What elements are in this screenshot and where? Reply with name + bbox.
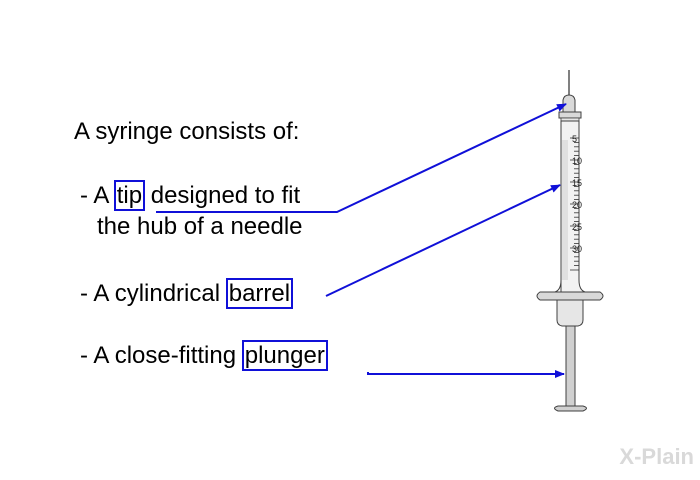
tip-callout-arrow bbox=[156, 103, 567, 213]
list-item-barrel: - A cylindrical barrel bbox=[80, 278, 294, 309]
list-item-tip: - A tip designed to fit bbox=[80, 180, 301, 211]
scale-label: 25 bbox=[572, 222, 582, 232]
barrel-callout-arrow bbox=[325, 184, 561, 297]
syringe-flange bbox=[536, 291, 604, 301]
scale-label: 5 bbox=[572, 134, 577, 144]
barrel-scale-ticks bbox=[570, 137, 579, 271]
list-item-tip-line2: the hub of a needle bbox=[97, 213, 303, 240]
scale-label: 15 bbox=[572, 178, 582, 188]
list-item-plunger: - A close-fitting plunger bbox=[80, 340, 328, 371]
plunger-callout-arrow bbox=[367, 370, 565, 378]
x-plain-logo: X-Plain bbox=[619, 444, 694, 469]
plunger-term: plunger bbox=[241, 340, 328, 371]
scale-label: 10 bbox=[572, 156, 582, 166]
tip-term: tip bbox=[113, 180, 146, 211]
syringe-plunger bbox=[565, 325, 576, 407]
item-prefix: - A close-fitting bbox=[80, 342, 243, 369]
barrel-term: barrel bbox=[225, 278, 294, 309]
syringe-tip-collar bbox=[558, 111, 582, 119]
scale-label: 20 bbox=[572, 200, 582, 210]
item-suffix: designed to fit bbox=[144, 182, 301, 209]
heading: A syringe consists of: bbox=[74, 118, 300, 145]
item-prefix: - A bbox=[80, 182, 115, 209]
item-prefix: - A cylindrical bbox=[80, 280, 227, 307]
barrel-scale-labels: 5 10 15 20 25 30 bbox=[572, 134, 582, 254]
scale-label: 30 bbox=[572, 244, 582, 254]
plunger-thumb-rest bbox=[554, 405, 587, 412]
